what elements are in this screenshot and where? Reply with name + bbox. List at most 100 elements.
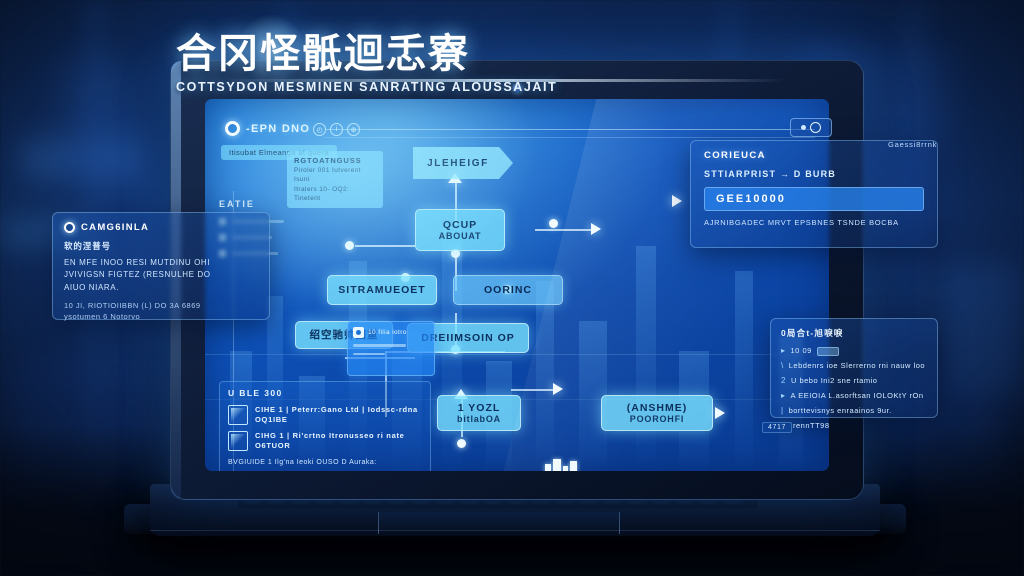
list-item[interactable]: 2 U bebo Ini2 sne rtamio xyxy=(781,375,927,387)
node-label-secondary: bitlabOA xyxy=(457,413,501,424)
info-callout-heading: RGTOATNGUSS xyxy=(294,156,362,165)
power-ring-icon xyxy=(810,122,821,133)
list-item-text: CIHE 1 | Peterr:Gano Ltd | Iodssc-rdna O… xyxy=(255,405,422,425)
metric-subcard-header: 10 filia iotro xyxy=(353,327,429,338)
bullet-icon: 2 xyxy=(781,376,786,385)
dashboard-ui: -EPN DNO ◴ i ⊕ Itisubat Elmeanga at quer… xyxy=(205,99,829,471)
desk-edge-line xyxy=(150,530,880,531)
bullet-icon: ▸ xyxy=(781,346,786,355)
floating-card-left-title: CAMG6INLA xyxy=(81,222,150,233)
node-banner-highlight[interactable]: JLEHEIGF xyxy=(413,147,513,179)
list-item: rennTT98 xyxy=(781,420,927,431)
laptop-trackpad[interactable] xyxy=(378,512,620,534)
arrow-right-icon xyxy=(672,195,682,207)
floating-card-left-footer: 10 JI, RIOTIOIIBBN (L) DO 3A 6869 ysotum… xyxy=(64,301,201,322)
circle-ring-icon xyxy=(64,222,75,233)
building-cluster-icon xyxy=(545,459,577,471)
bullet-icon: ▸ xyxy=(781,391,786,400)
info-callout-line-2: Itralers 10- OQ2: Tinetent xyxy=(294,185,350,203)
floating-card-top-right-line-3: AJRNIBGADEC MRVT EPSBNES TSNDE BOCBA xyxy=(704,218,899,227)
node-yozl[interactable]: 1 YOZL bitlabOA xyxy=(437,395,521,431)
node-label-primary: DREIIMSOIN OP xyxy=(421,331,515,344)
laptop-screen: -EPN DNO ◴ i ⊕ Itisubat Elmeanga at quer… xyxy=(205,99,829,471)
page-title: 合冈怪骶迴忎寮 xyxy=(176,32,470,76)
connector-line xyxy=(535,229,591,231)
far-right-label: Gaessi8rrnk xyxy=(888,140,938,149)
list-item-title: CIHE 1 | Peterr:Gano Ltd | Iodssc-rdna xyxy=(255,405,418,414)
list-item[interactable]: ▸ 10 09 xyxy=(781,345,927,357)
diagonal-square-icon xyxy=(228,405,248,425)
floating-card-left-subtitle: 软的涅普号 xyxy=(64,241,112,251)
connector-line xyxy=(511,389,555,391)
mini-tag-badge: 4717 xyxy=(762,422,792,433)
connector-node-dot xyxy=(457,439,466,448)
list-item[interactable]: ▸ A EEIOIA L.asorftsan IOLOKtY rOn xyxy=(781,390,927,402)
floating-card-bottom-right[interactable]: 0局合t-旭唳唳 ▸ 10 09 \ Lebdenrs ioe Slerrern… xyxy=(770,318,938,430)
header-divider-secondary xyxy=(325,137,815,138)
list-item-text: U bebo Ini2 sne rtamio xyxy=(790,376,878,386)
node-label-primary: SITRAMUEOET xyxy=(338,283,426,296)
floating-card-left[interactable]: CAMG6INLA 软的涅普号 EN MFE INOO RESI MUTDINU… xyxy=(52,212,270,322)
node-group-about[interactable]: QCUP ABOUAT xyxy=(415,209,505,251)
connector-line xyxy=(455,257,457,291)
arrow-right-icon xyxy=(553,383,563,395)
floating-card-top-right-button-label: GEE10000 xyxy=(716,193,786,205)
connector-line xyxy=(355,245,415,247)
toggle-dot-icon xyxy=(801,125,806,130)
chart-square-icon xyxy=(228,431,248,452)
list-item[interactable]: \ Lebdenrs ioe Slerrerno rni nauw loo xyxy=(781,360,927,372)
laptop-device: -EPN DNO ◴ i ⊕ Itisubat Elmeanga at quer… xyxy=(124,60,906,536)
header-divider xyxy=(325,129,815,130)
list-item-text: CIHG 1 | Ri'crtno Itronusseo ri nate O6T… xyxy=(255,431,422,451)
metric-subcard-bar xyxy=(353,352,385,355)
connector-line xyxy=(385,351,387,417)
connector-node-dot xyxy=(451,249,460,258)
bezel-gloss xyxy=(225,79,785,82)
bottom-left-panel[interactable]: U BLE 300 CIHE 1 | Peterr:Gano Ltd | Iod… xyxy=(219,381,431,471)
node-label-secondary: POOROHFI xyxy=(629,413,685,424)
list-item-text: borttevisnys enraainos 9ur. xyxy=(788,406,892,416)
node-anshme[interactable]: (ANSHME) POOROHFI xyxy=(601,395,713,431)
floating-card-left-body: EN MFE INOO RESI MUTDINU OHI JVIVIGSN FI… xyxy=(64,258,211,292)
metric-subcard-bar xyxy=(353,344,407,347)
floating-card-top-right-line-1: CORIEUCA xyxy=(704,150,766,161)
list-item[interactable]: CIHG 1 | Ri'crtno Itronusseo ri nate O6T… xyxy=(228,431,422,452)
list-item[interactable]: | borttevisnys enraainos 9ur. xyxy=(781,405,927,417)
bullet-icon: | xyxy=(781,406,784,415)
arrow-up-icon xyxy=(454,389,468,399)
left-column-heading: EATIE xyxy=(219,199,255,209)
bullet-icon: \ xyxy=(781,361,784,370)
bottom-left-panel-footnote: BVGIUIDE 1 Ilg'na Ieoki OUSO D Auraka: xyxy=(228,458,377,466)
node-banner-label: JLEHEIGF xyxy=(427,157,489,169)
metric-subcard-label: 10 filia iotro xyxy=(368,329,407,336)
list-item-title: CIHG 1 | Ri'crtno Itronusseo ri nate xyxy=(255,431,405,441)
list-item-subtitle: OQ1IBE xyxy=(255,415,288,425)
bottom-left-panel-heading: U BLE 300 xyxy=(228,388,283,398)
floating-card-top-right[interactable]: CORIEUCA STTIARPRIST → D BURB GEE10000 A… xyxy=(690,140,938,248)
connector-line xyxy=(455,183,457,225)
node-label-primary: 1 YOZL xyxy=(457,401,501,414)
laptop-bezel-top xyxy=(185,71,849,97)
title-block: 合冈怪骶迴忎寮 COTTSYDON MESMINEN SANRATING ALO… xyxy=(176,34,616,94)
list-item-text: Lebdenrs ioe Slerrerno rni nauw loo xyxy=(788,361,926,371)
node-stratuecet[interactable]: SITRAMUEOET xyxy=(327,275,437,305)
laptop-lid: -EPN DNO ◴ i ⊕ Itisubat Elmeanga at quer… xyxy=(170,60,864,500)
power-toggle[interactable] xyxy=(790,118,832,137)
screen-header-badge[interactable]: -EPN DNO xyxy=(225,121,310,136)
list-item-text: rennTT98 xyxy=(793,421,830,430)
floating-card-bottom-right-heading: 0局合t-旭唳唳 xyxy=(781,328,844,338)
floating-card-left-header: CAMG6INLA xyxy=(64,222,258,233)
floating-card-top-right-button[interactable]: GEE10000 xyxy=(704,187,924,211)
node-oorinc[interactable]: OORINC xyxy=(453,275,563,305)
floating-card-top-right-line-2: STTIARPRIST → D BURB xyxy=(704,169,836,179)
list-item-text: A EEIOIA L.asorftsan IOLOKtY rOn xyxy=(790,391,924,401)
list-item-text: 10 09 xyxy=(790,346,812,356)
screen-header-label: -EPN DNO xyxy=(246,122,311,135)
info-callout-line-1: Piroler 001 Iutverent Isuni xyxy=(294,166,361,184)
page-subtitle: COTTSYDON MESMINEN SANRATING ALOUSSAJAIT xyxy=(176,80,558,94)
info-callout-box[interactable]: RGTOATNGUSS Piroler 001 Iutverent Isuni … xyxy=(287,151,383,209)
metric-subcard[interactable]: 10 filia iotro xyxy=(347,321,435,376)
list-item[interactable]: CIHE 1 | Peterr:Gano Ltd | Iodssc-rdna O… xyxy=(228,405,422,425)
node-label-primary: OORINC xyxy=(484,283,532,296)
